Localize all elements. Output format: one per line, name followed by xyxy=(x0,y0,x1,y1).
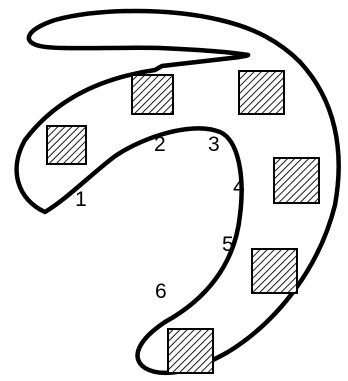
position-label-1: 1 xyxy=(75,188,87,211)
position-label-6: 6 xyxy=(155,280,167,303)
hatched-box xyxy=(252,249,297,293)
hatched-box xyxy=(132,75,173,114)
position-label-5: 5 xyxy=(222,233,234,256)
hatched-box xyxy=(168,329,213,373)
position-label-3: 3 xyxy=(208,133,220,156)
upper-arm-outline xyxy=(29,11,300,62)
hatched-box xyxy=(274,158,319,203)
position-label-4: 4 xyxy=(233,176,245,199)
c-shape-outline xyxy=(17,55,339,373)
hatched-box xyxy=(239,71,284,114)
position-label-2: 2 xyxy=(154,133,166,156)
hatched-box xyxy=(47,126,86,164)
